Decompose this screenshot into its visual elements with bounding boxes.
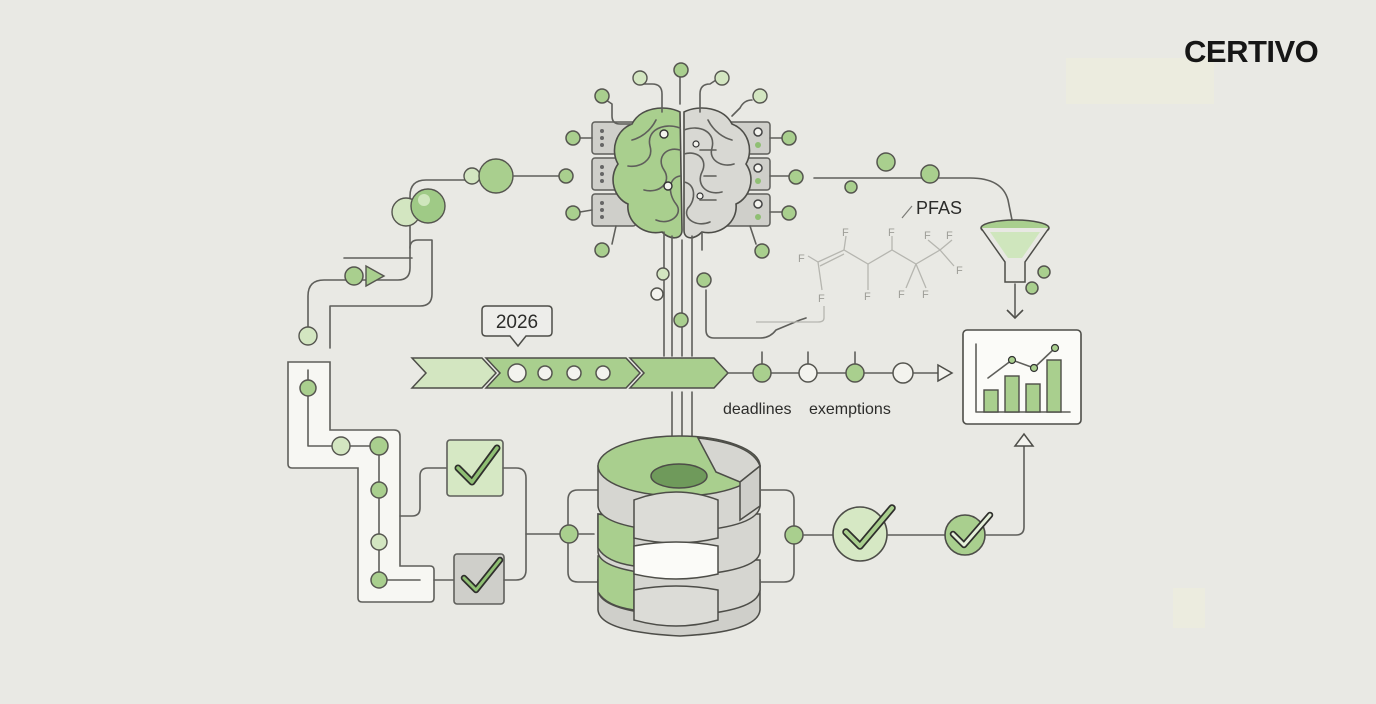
node-dot (331, 436, 351, 456)
node-dot (478, 158, 514, 194)
verification-checks (802, 432, 1035, 562)
database-icon (597, 391, 804, 637)
svg-text:F: F (818, 293, 825, 305)
node-dot (559, 524, 579, 544)
node-dot (298, 326, 318, 346)
faint-panel-top (1066, 58, 1214, 104)
brain-server-icon (565, 62, 807, 357)
deadlines-label: deadlines (723, 401, 792, 418)
checkbox-lower (433, 553, 505, 605)
svg-text:F: F (924, 230, 931, 242)
node-dot (370, 571, 388, 589)
pfas-label: PFAS (916, 198, 962, 218)
node-dot (558, 168, 574, 184)
node-dot (410, 188, 446, 224)
node-dot (463, 167, 481, 185)
check-merge-lines (502, 467, 601, 583)
svg-text:F: F (922, 289, 929, 301)
upper-left-connector (298, 158, 574, 349)
funnel-icon (813, 152, 1051, 320)
timeline-arrow-icon: 2026 deadlines exemptions (410, 305, 954, 418)
node-dot (370, 481, 388, 499)
year-label: 2026 (496, 312, 538, 333)
node-dot (299, 379, 317, 397)
node-dot (344, 266, 364, 286)
node-dot (369, 436, 389, 456)
play-arrow-icon (365, 264, 386, 288)
faint-panel-bottom (1173, 588, 1205, 628)
svg-text:F: F (842, 227, 849, 239)
svg-text:F: F (946, 230, 953, 242)
svg-text:F: F (888, 227, 895, 239)
svg-text:F: F (956, 265, 963, 277)
certivo-logo: CERTIVO (1184, 34, 1319, 69)
pfas-molecule-icon: F F F F F F F F F F PFAS (756, 198, 963, 323)
svg-text:F: F (898, 289, 905, 301)
left-workflow-pipe (287, 361, 435, 603)
bar-chart-icon (962, 329, 1082, 425)
exemptions-label: exemptions (809, 401, 891, 418)
node-dot (370, 533, 388, 551)
svg-text:F: F (798, 253, 805, 265)
svg-text:F: F (864, 291, 871, 303)
checkbox-upper (399, 439, 504, 517)
